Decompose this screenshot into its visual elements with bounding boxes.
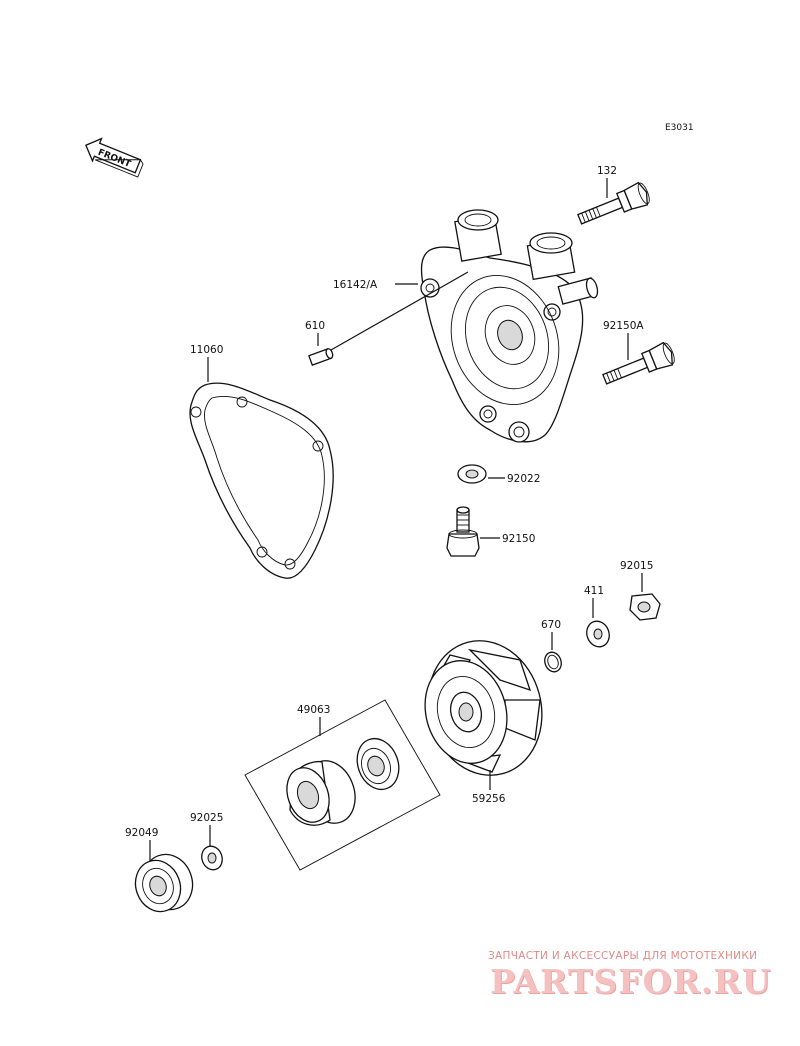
label-11060: 11060 — [190, 344, 223, 356]
bolt-132: 132 — [577, 165, 650, 225]
label-59256: 59256 — [472, 793, 506, 805]
label-92025: 92025 — [190, 812, 223, 824]
impeller-59256: 59256 — [424, 640, 543, 805]
label-92150: 92150 — [502, 533, 535, 545]
bolt-92150A: 92150A — [602, 320, 675, 385]
label-610: 610 — [305, 320, 325, 332]
label-92150A: 92150A — [603, 320, 644, 332]
nut-92015: 92015 — [620, 560, 661, 621]
washer-92022: 92022 — [457, 464, 540, 485]
label-92049: 92049 — [125, 827, 158, 839]
label-411: 411 — [584, 585, 604, 597]
bolt-92150: 92150 — [446, 506, 535, 557]
front-arrow-icon: FRONT — [85, 137, 144, 178]
bearing-92049: 92049 — [125, 827, 194, 913]
washer-92025: 92025 — [190, 812, 223, 871]
gasket-11060: 11060 — [189, 344, 334, 579]
watermark-caption: ЗАПЧАСТИ И АКСЕССУАРЫ ДЛЯ МОТОТЕХНИКИ — [488, 950, 758, 962]
label-670: 670 — [541, 619, 561, 631]
label-92015: 92015 — [620, 560, 653, 572]
label-92022: 92022 — [507, 473, 540, 485]
label-16142A: 16142/A — [333, 279, 378, 291]
dowel-pin-610: 610 — [305, 271, 469, 366]
o-ring-670: 670 — [541, 619, 562, 673]
label-132: 132 — [597, 165, 617, 177]
washer-411: 411 — [584, 585, 610, 648]
mechanical-seal-kit-49063: 49063 — [244, 699, 441, 871]
pump-cover-16142A: 16142/A — [333, 209, 599, 443]
label-49063: 49063 — [297, 704, 330, 716]
watermark-logo: PARTSFOR.RU — [490, 962, 772, 1001]
diagram-code: E3031 — [665, 123, 694, 133]
